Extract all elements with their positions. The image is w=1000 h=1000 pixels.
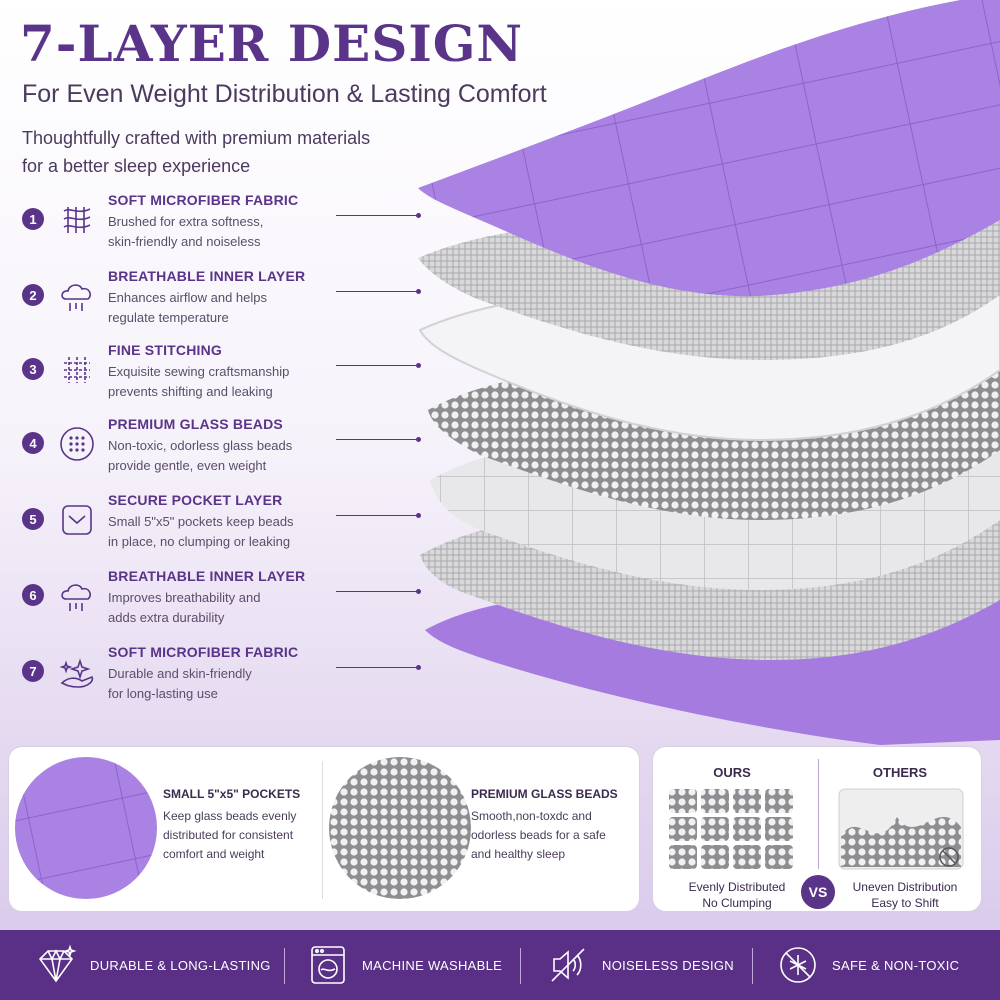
- leader-line: [336, 213, 421, 218]
- footer-label: MACHINE WASHABLE: [362, 957, 503, 973]
- feature-number: 7: [22, 660, 44, 682]
- feature-description: Small 5"x5" pockets keep beads in place,…: [108, 512, 328, 552]
- intro-line: for a better sleep experience: [22, 156, 251, 176]
- footer-label: NOISELESS DESIGN: [602, 957, 734, 973]
- others-uneven-image: [838, 788, 964, 870]
- mesh-fabric-icon: [63, 207, 91, 233]
- panel-divider: [322, 761, 323, 899]
- leader-line: [336, 513, 421, 518]
- washing-machine-icon: [311, 946, 345, 984]
- ours-pocket-grid-image: [669, 789, 793, 869]
- feature-item: 3 FINE STITCHING Exquisite sewing crafts…: [0, 338, 430, 408]
- others-caption: Uneven Distribution Easy to Shift: [835, 879, 975, 911]
- feature-desc-line: skin-friendly and noiseless: [108, 234, 261, 249]
- feature-description: Durable and skin-friendly for long-lasti…: [108, 664, 328, 704]
- others-label: OTHERS: [872, 765, 928, 780]
- footer-item-durable: DURABLE & LONG-LASTING: [34, 930, 271, 1000]
- ours-caption-line: Evenly Distributed: [688, 880, 786, 894]
- pockets-title: SMALL 5"x5" POCKETS: [163, 787, 301, 801]
- feature-item: 1 SOFT MICROFIBER FABRIC Brushed for ext…: [0, 188, 430, 258]
- feature-number: 3: [22, 358, 44, 380]
- others-caption-line: Easy to Shift: [871, 896, 939, 910]
- beads-title: PREMIUM GLASS BEADS: [471, 787, 618, 801]
- feature-title: BREATHABLE INNER LAYER: [108, 568, 306, 584]
- feature-desc-line: adds extra durability: [108, 610, 225, 625]
- feature-item: 6 BREATHABLE INNER LAYER Improves breath…: [0, 564, 430, 634]
- feature-desc-line: in place, no clumping or leaking: [108, 534, 291, 549]
- ours-caption: Evenly Distributed No Clumping: [667, 879, 807, 911]
- feature-number: 5: [22, 508, 44, 530]
- ours-label: OURS: [713, 765, 751, 780]
- footer-divider: [752, 948, 753, 984]
- pocket-icon: [62, 505, 92, 535]
- others-caption-line: Uneven Distribution: [852, 880, 958, 894]
- cloud-airflow-icon: [61, 284, 91, 311]
- feature-item: 7 SOFT MICROFIBER FABRIC Durable and ski…: [0, 640, 430, 710]
- feature-description: Improves breathability and adds extra du…: [108, 588, 328, 628]
- vs-badge: VS: [801, 875, 835, 909]
- feature-desc-line: Brushed for extra softness,: [108, 214, 264, 229]
- footer-item-nontoxic: SAFE & NON-TOXIC: [776, 930, 959, 1000]
- feature-number: 2: [22, 284, 44, 306]
- leader-line: [336, 289, 421, 294]
- feature-desc-line: Enhances airflow and helps: [108, 290, 267, 305]
- feature-desc-line: prevents shifting and leaking: [108, 384, 273, 399]
- footer-divider: [520, 948, 521, 984]
- feature-desc-line: Non-toxic, odorless glass beads: [108, 438, 293, 453]
- ours-caption-line: No Clumping: [702, 896, 772, 910]
- stitch-grid-icon: [64, 357, 90, 383]
- page-subtitle: For Even Weight Distribution & Lasting C…: [22, 80, 547, 108]
- feature-item: 4 PREMIUM GLASS BEADS Non-toxic, odorles…: [0, 412, 430, 482]
- feature-title: BREATHABLE INNER LAYER: [108, 268, 306, 284]
- feature-desc-line: provide gentle, even weight: [108, 458, 267, 473]
- footer-item-noiseless: NOISELESS DESIGN: [546, 930, 734, 1000]
- feature-title: SECURE POCKET LAYER: [108, 492, 283, 508]
- feature-title: FINE STITCHING: [108, 342, 223, 358]
- leader-line: [336, 363, 421, 368]
- feature-desc-line: Exquisite sewing craftsmanship: [108, 364, 290, 379]
- beads-description: Smooth,non-toxdc and odorless beads for …: [471, 809, 606, 861]
- footer-divider: [284, 948, 285, 984]
- feature-description: Brushed for extra softness, skin-friendl…: [108, 212, 328, 252]
- feature-number: 6: [22, 584, 44, 606]
- feature-item: 5 SECURE POCKET LAYER Small 5"x5" pocket…: [0, 488, 430, 558]
- feature-description: Non-toxic, odorless glass beads provide …: [108, 436, 328, 476]
- feature-number: 4: [22, 432, 44, 454]
- diamond-icon: [38, 944, 77, 983]
- feature-description: Enhances airflow and helps regulate temp…: [108, 288, 328, 328]
- feature-number: 1: [22, 208, 44, 230]
- footer-benefits-bar: DURABLE & LONG-LASTING MACHINE WASHABLE …: [0, 930, 1000, 1000]
- page-title: 7-LAYER DESIGN: [20, 14, 524, 73]
- mute-sound-icon: [551, 948, 585, 982]
- feature-description: Exquisite sewing craftsmanship prevents …: [108, 362, 328, 402]
- cloud-airflow-icon: [61, 584, 91, 611]
- intro-text: Thoughtfully crafted with premium materi…: [22, 124, 422, 180]
- comparison-panel: OURS OTHERS Evenly Distributed No Clumpi…: [652, 746, 982, 912]
- footer-item-washable: MACHINE WASHABLE: [306, 930, 502, 1000]
- feature-title: PREMIUM GLASS BEADS: [108, 416, 283, 432]
- beads-circle-icon: [60, 427, 94, 461]
- beads-closeup-image: [329, 757, 471, 899]
- no-toxic-icon: [780, 947, 816, 983]
- feature-title: SOFT MICROFIBER FABRIC: [108, 192, 299, 208]
- detail-panel: SMALL 5"x5" POCKETS Keep glass beads eve…: [8, 746, 640, 912]
- intro-line: Thoughtfully crafted with premium materi…: [22, 128, 371, 148]
- leader-line: [336, 437, 421, 442]
- feature-item: 2 BREATHABLE INNER LAYER Enhances airflo…: [0, 264, 430, 334]
- pocket-closeup-image: [15, 757, 157, 899]
- footer-label: DURABLE & LONG-LASTING: [90, 957, 271, 973]
- feature-desc-line: Durable and skin-friendly: [108, 666, 252, 681]
- feature-desc-line: regulate temperature: [108, 310, 229, 325]
- leader-line: [336, 589, 421, 594]
- feature-desc-line: Small 5"x5" pockets keep beads: [108, 514, 294, 529]
- feature-title: SOFT MICROFIBER FABRIC: [108, 644, 299, 660]
- footer-label: SAFE & NON-TOXIC: [832, 957, 960, 973]
- pockets-description: Keep glass beads evenly distributed for …: [163, 809, 297, 861]
- comparison-divider: [818, 759, 819, 869]
- leader-line: [336, 665, 421, 670]
- feature-desc-line: for long-lasting use: [108, 686, 218, 701]
- sparkle-hand-icon: [59, 658, 94, 688]
- feature-desc-line: Improves breathability and: [108, 590, 261, 605]
